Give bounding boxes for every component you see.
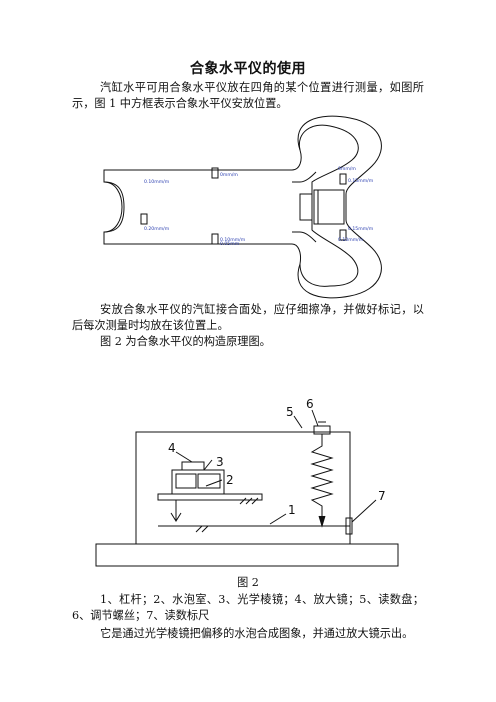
fig2-number: 4 xyxy=(168,441,176,455)
paragraph-fig2-intro: 图 2 为合象水平仪的构造原理图。 xyxy=(100,335,271,348)
page-title: 合象水平仪的使用 xyxy=(190,61,306,77)
level-position-box xyxy=(211,233,219,245)
spring xyxy=(310,434,334,524)
fig2-number: 7 xyxy=(378,489,386,503)
fig1-label: 0.10mm/m xyxy=(338,237,364,243)
reading-scale xyxy=(345,517,353,535)
platform xyxy=(157,493,263,501)
paragraph-legend: 1、杠杆；2、水泡室、3、光学棱镜；4、放大镜；5、读数盘；6、调节螺丝；7、读… xyxy=(72,593,424,622)
fig1-label: 0.15mm/m xyxy=(348,226,374,232)
fig2-number: 2 xyxy=(226,473,234,487)
fig1-label: 0.15mm/m xyxy=(348,178,374,184)
fig1-label: 0.10mm/m xyxy=(220,237,246,243)
fig1-label: 0.05mm xyxy=(220,241,240,247)
adjust-screw xyxy=(313,425,331,435)
fig1-label: 0.20mm/m xyxy=(144,226,170,232)
paragraph-placement: 安放合象水平仪的汽缸接合面处，应仔细擦净，并做好标记，以后每次测量时均放在该位置… xyxy=(72,303,424,332)
level-base xyxy=(95,543,399,567)
level-position-box xyxy=(140,213,148,225)
cylinder-left-outline xyxy=(103,124,359,287)
fig1-label: 0mm/m xyxy=(220,172,238,178)
cylinder-outer-ring xyxy=(297,115,382,299)
fig1-label: 0mm/m xyxy=(338,166,356,172)
level-position-box xyxy=(339,229,347,241)
paragraph-intro: 汽缸水平可用合象水平仪放在四角的某个位置进行测量，如图所示，图 1 中方框表示合… xyxy=(72,81,424,110)
cylinder-inner-line xyxy=(292,171,317,243)
fig1-label: 0.10mm/m xyxy=(144,179,170,185)
fig2-number: 1 xyxy=(288,503,296,517)
flange-block-2 xyxy=(299,193,313,221)
cylinder-left-bump xyxy=(103,181,125,233)
magnifier xyxy=(181,461,205,471)
figure-2-caption: 图 2 xyxy=(237,576,259,589)
level-position-box xyxy=(211,167,219,179)
fig2-number: 5 xyxy=(286,405,294,419)
level-position-box xyxy=(339,173,347,185)
flange-block-1 xyxy=(313,189,345,225)
fig2-number: 3 xyxy=(216,455,224,469)
fig2-number: 6 xyxy=(306,397,314,411)
paragraph-principle: 它是通过光学棱镜把偏移的水泡合成图象，并通过放大镜示出。 xyxy=(100,627,414,640)
